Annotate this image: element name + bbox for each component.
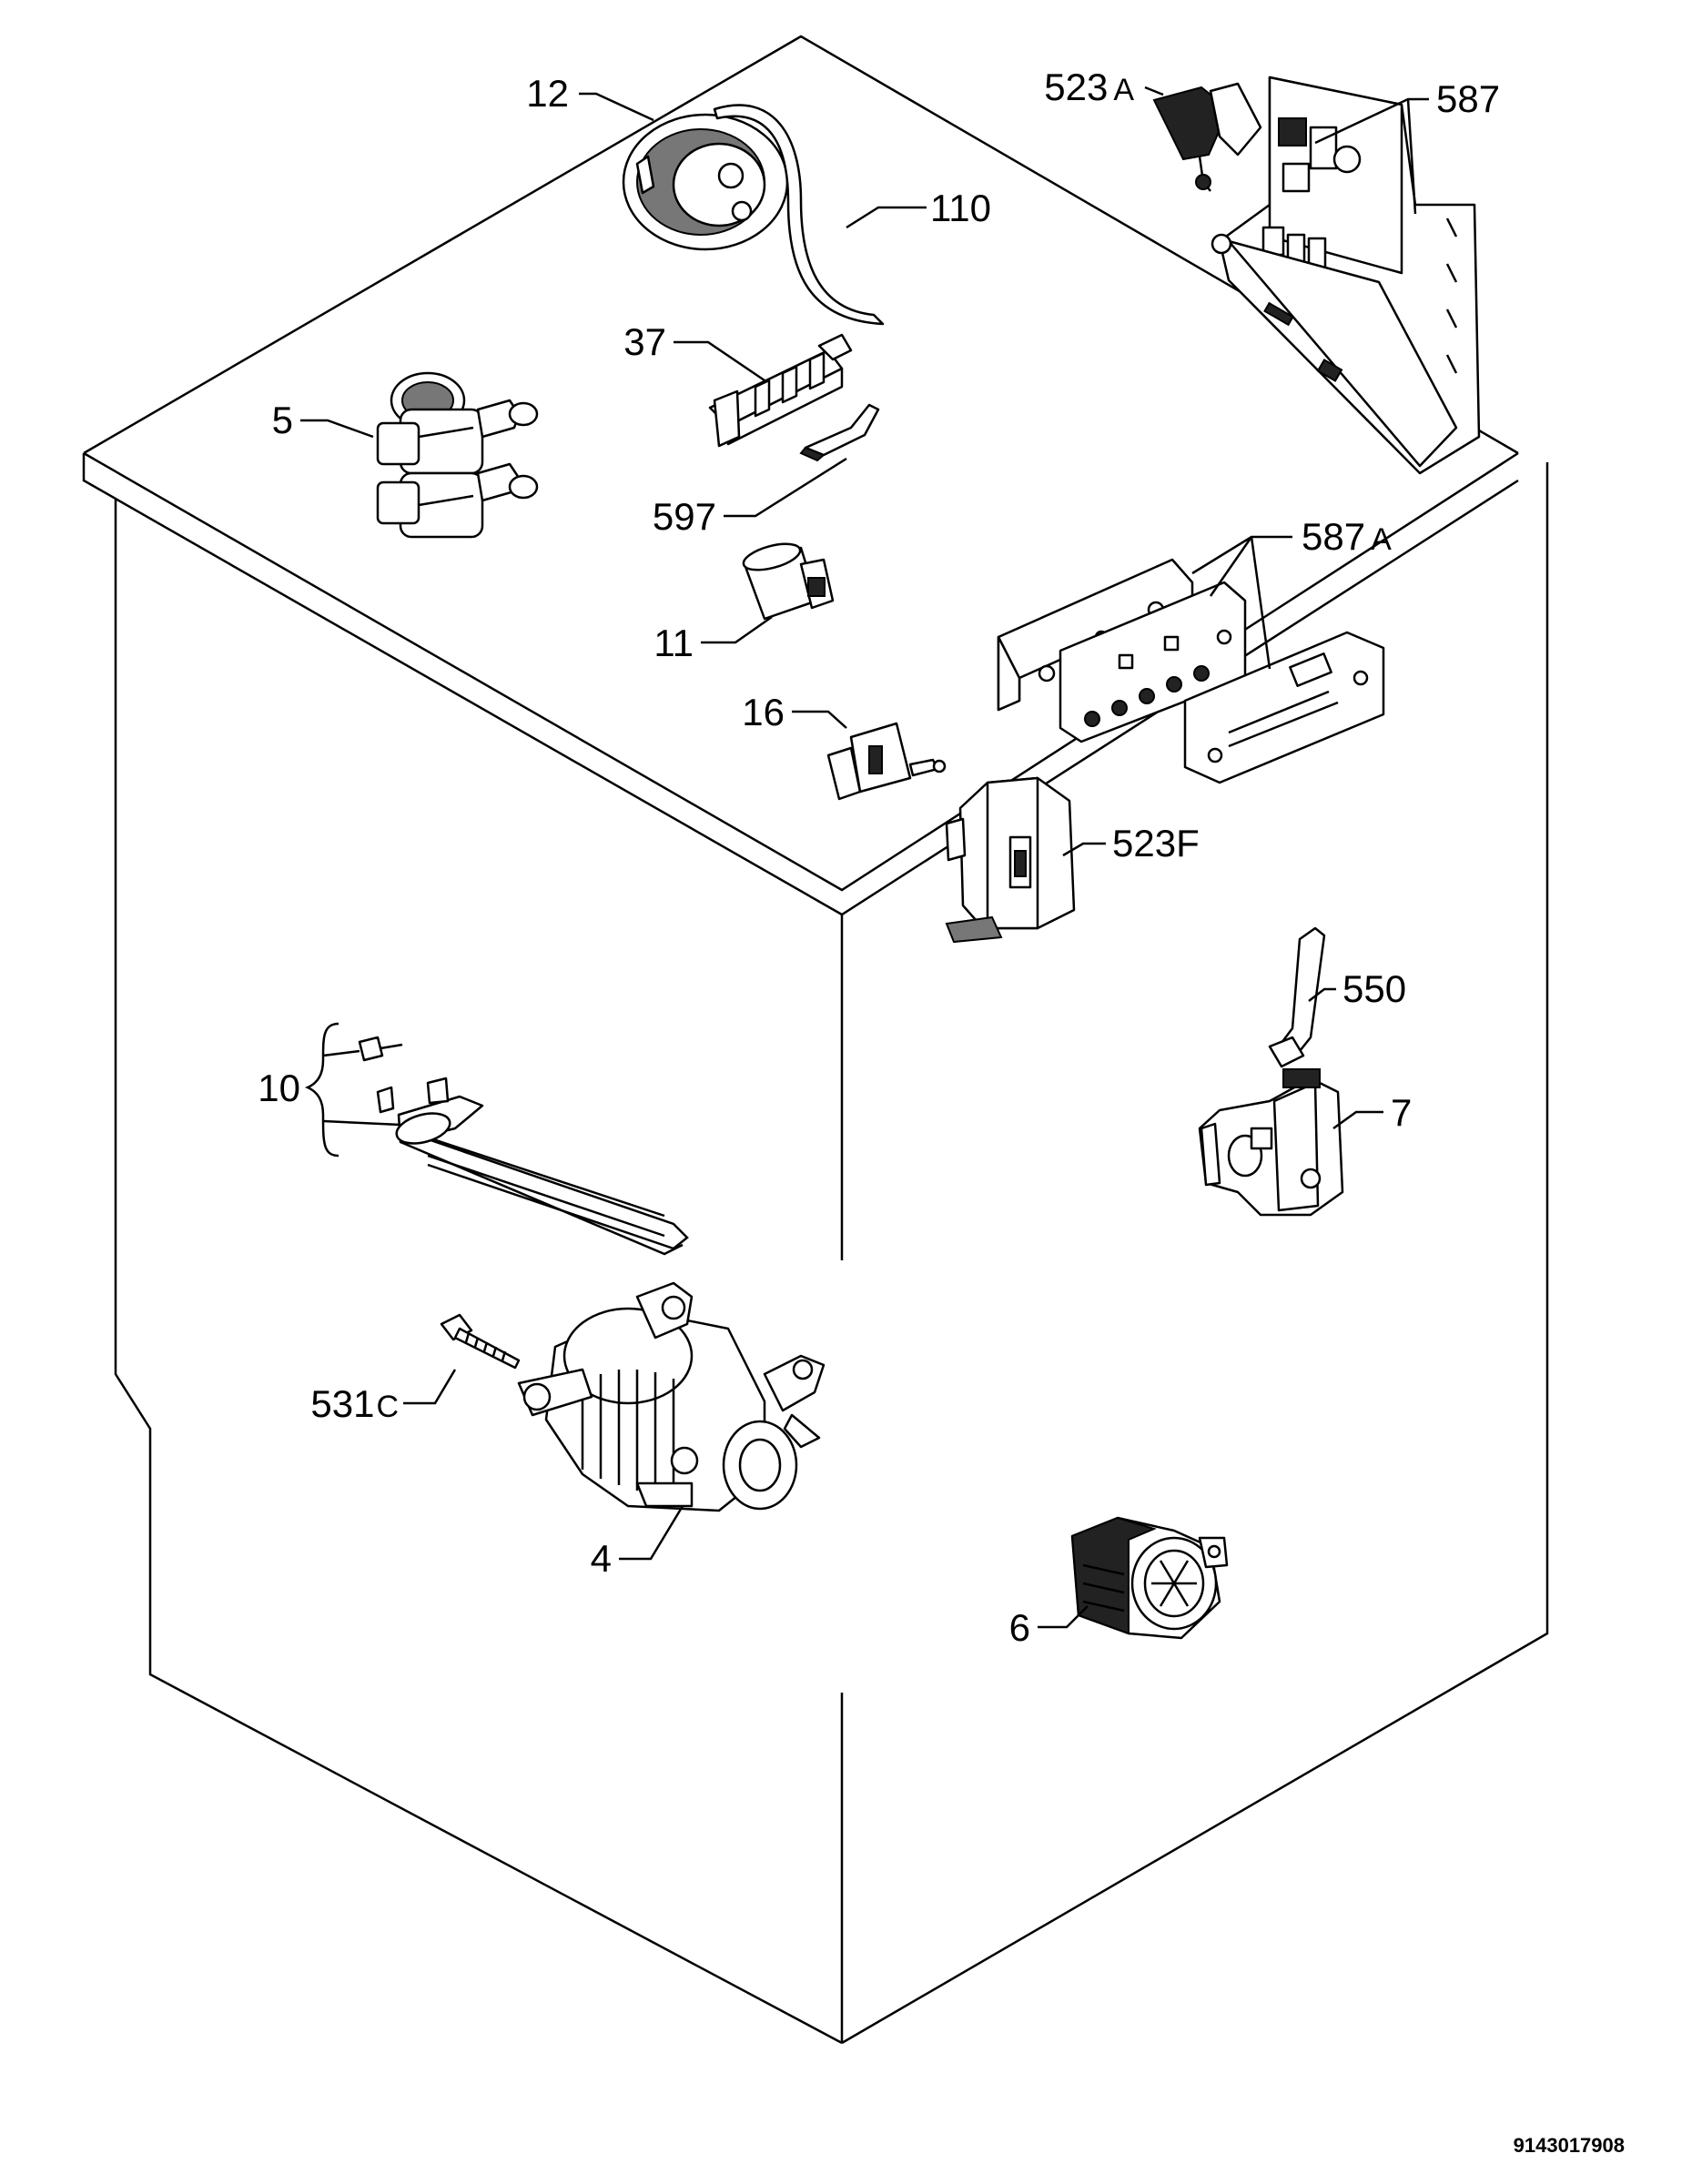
label-5: 5 xyxy=(272,399,293,441)
leader-4 xyxy=(619,1505,684,1561)
label-110: 110 xyxy=(930,187,991,229)
label-37: 37 xyxy=(623,320,666,363)
label-6: 6 xyxy=(1009,1606,1030,1649)
thermostat-icon xyxy=(1198,1068,1344,1217)
clip-icon xyxy=(799,403,880,462)
label-531c: 531C xyxy=(310,1382,399,1425)
inlet-valve-icon xyxy=(376,371,539,539)
label-587: 587 xyxy=(1436,77,1500,120)
leader-523a xyxy=(1144,86,1164,96)
leader-7 xyxy=(1332,1110,1383,1130)
screw-icon xyxy=(440,1313,521,1370)
label-11: 11 xyxy=(653,622,694,664)
label-550: 550 xyxy=(1342,967,1406,1010)
door-switch-icon xyxy=(945,776,1076,944)
heating-element-icon xyxy=(358,1036,689,1256)
label-523f: 523F xyxy=(1112,822,1200,864)
leader-587-b xyxy=(1406,98,1417,215)
leader-10-top xyxy=(322,1049,360,1057)
leader-16 xyxy=(792,710,847,729)
leader-587a-b xyxy=(1209,536,1253,597)
leader-5 xyxy=(300,419,374,439)
leader-6 xyxy=(1038,1605,1089,1629)
capacitor-icon xyxy=(742,542,835,621)
document-number: 9143017908 xyxy=(1514,2134,1625,2157)
leader-523f xyxy=(1062,842,1106,857)
leader-531c xyxy=(403,1369,457,1405)
lever-icon xyxy=(1268,926,1326,1068)
leader-587a xyxy=(1191,535,1292,575)
drain-pump-icon xyxy=(1070,1516,1229,1640)
leader-37 xyxy=(674,340,765,382)
label-10: 10 xyxy=(258,1067,300,1109)
leader-10-bot xyxy=(322,1119,401,1127)
connector-icon xyxy=(1152,82,1262,192)
label-12: 12 xyxy=(526,72,569,115)
label-16: 16 xyxy=(742,691,785,733)
leader-lines xyxy=(300,86,1429,1629)
label-4: 4 xyxy=(591,1537,612,1580)
hose-icon xyxy=(713,104,885,326)
terminal-block-icon xyxy=(708,333,853,448)
leader-550 xyxy=(1308,987,1336,1002)
label-7: 7 xyxy=(1391,1091,1412,1134)
motor-icon xyxy=(517,1281,826,1512)
leader-11 xyxy=(701,615,773,644)
label-597: 597 xyxy=(653,495,716,538)
pressure-switch-icon xyxy=(622,113,789,251)
main-control-board-icon xyxy=(1211,76,1481,475)
leader-597 xyxy=(724,457,847,518)
switch-icon xyxy=(826,722,947,801)
leader-12 xyxy=(579,92,654,122)
brace-10 xyxy=(304,1022,339,1158)
display-boards-icon xyxy=(997,558,1385,784)
leader-587a-c xyxy=(1250,536,1271,670)
leader-110 xyxy=(846,206,927,229)
